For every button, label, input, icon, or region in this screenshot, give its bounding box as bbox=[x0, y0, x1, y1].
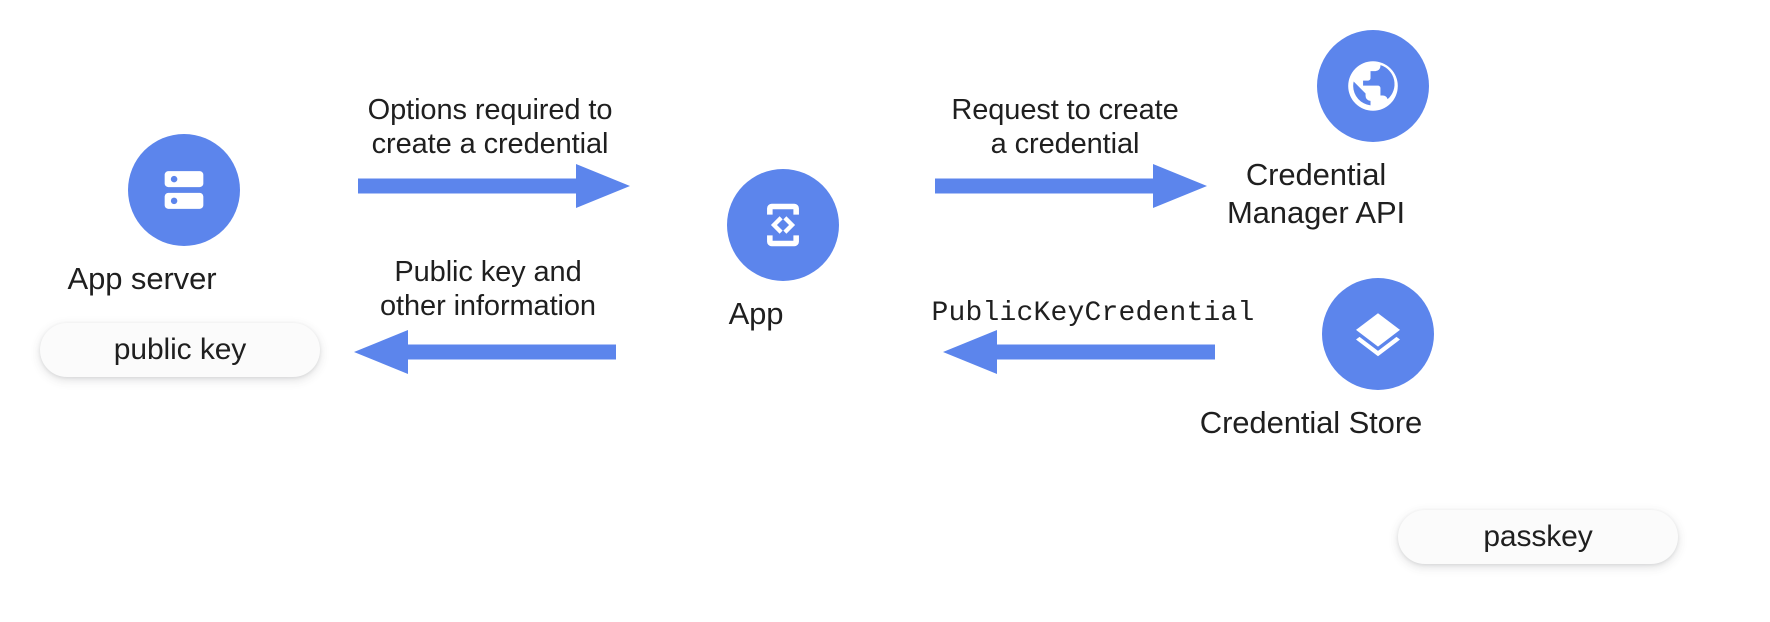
node-app-server: App server bbox=[68, 134, 240, 298]
node-credential-store: Credential Store bbox=[1200, 278, 1434, 442]
arrow-options-right bbox=[358, 160, 638, 212]
arrow-publickeycredential-left bbox=[925, 326, 1215, 378]
arrow-request-right bbox=[935, 160, 1215, 212]
node-label-credential-manager-api: Credential Manager API bbox=[1226, 157, 1406, 230]
arrow-public-key-info-left bbox=[346, 326, 626, 378]
edge-label-public-key-info: Public key and other information bbox=[380, 256, 596, 322]
node-app: App bbox=[727, 169, 839, 333]
node-credential-manager-api: Credential Manager API bbox=[1227, 30, 1429, 232]
edge-label-publickeycredential: PublicKeyCredential bbox=[931, 298, 1255, 329]
passkey-pill: passkey bbox=[1398, 510, 1678, 564]
public-key-pill: public key bbox=[40, 323, 320, 377]
app-code-phone-icon bbox=[727, 169, 839, 281]
node-label-credential-store: Credential Store bbox=[1199, 405, 1423, 440]
node-label-app-server: App server bbox=[67, 261, 217, 296]
public-key-pill-label: public key bbox=[113, 333, 247, 366]
node-label-app: App bbox=[728, 296, 784, 331]
passkey-pill-label: passkey bbox=[1483, 520, 1593, 553]
server-icon bbox=[128, 134, 240, 246]
edge-label-options: Options required to create a credential bbox=[367, 94, 613, 160]
globe-icon bbox=[1317, 30, 1429, 142]
layers-icon bbox=[1322, 278, 1434, 390]
edge-label-request: Request to create a credential bbox=[951, 94, 1179, 160]
